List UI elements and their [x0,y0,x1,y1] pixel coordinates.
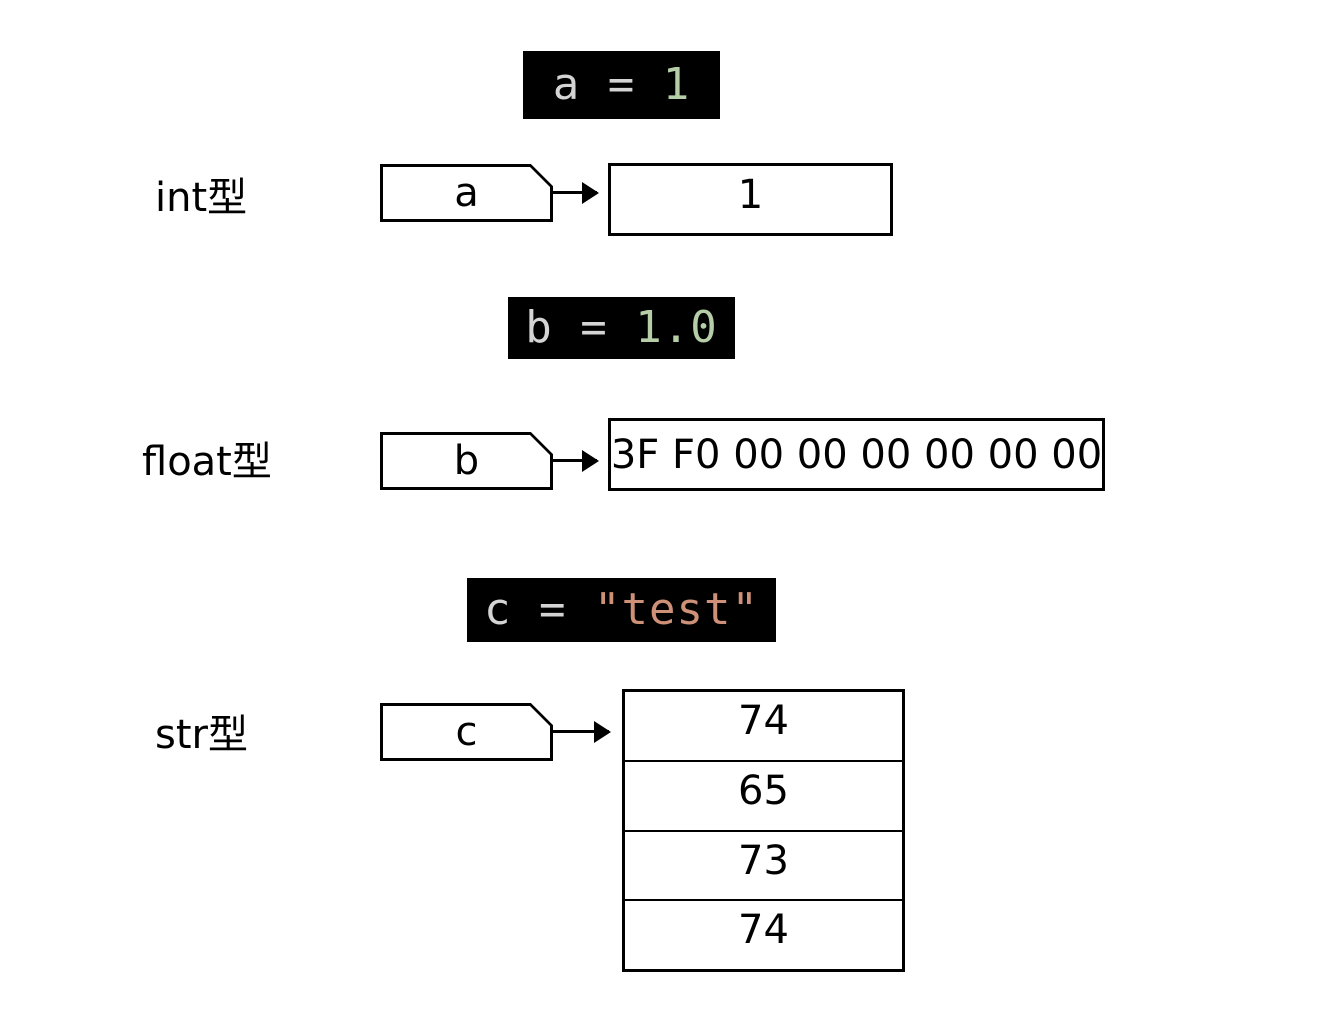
code-value-int: 1 [662,59,691,110]
variable-box-c: c [380,703,553,761]
code-variable-b: b [525,302,553,353]
variable-box-a: a [380,164,553,222]
code-block-str: c = "test" [467,578,776,642]
arrow-int [553,191,597,194]
code-block-float: b = 1.0 [508,297,735,359]
variable-box-b-fill [383,435,550,487]
code-block-int: a = 1 [523,51,720,119]
type-label-int: int型 [155,175,248,221]
value-cell-stack: 74 65 73 74 [622,689,905,972]
code-variable-a: a [552,59,581,110]
arrow-float [553,459,597,462]
variable-box-c-label: c [455,709,478,755]
variable-box-a-fill [383,167,550,219]
variable-box-b-label: b [453,438,480,484]
value-cell: 74 [738,907,789,954]
code-operator-int: = [580,59,663,110]
variable-box-a-label: a [454,170,479,216]
code-operator-str: = [511,584,595,635]
value-cell: 65 [625,762,902,832]
value-box-int: 1 [608,163,893,236]
value-cell: 74 [625,692,902,762]
code-value-float: 1.0 [635,302,718,353]
type-label-float: float型 [142,439,272,485]
code-variable-c: c [484,584,512,635]
value-box-float: 3F F0 00 00 00 00 00 00 [608,418,1105,491]
code-value-str: "test" [594,584,759,635]
variable-box-c-fill [383,706,550,758]
value-cell: 73 [625,832,902,902]
arrow-str [553,730,609,733]
code-operator-float: = [552,302,636,353]
variable-box-b: b [380,432,553,490]
type-label-str: str型 [155,712,248,758]
